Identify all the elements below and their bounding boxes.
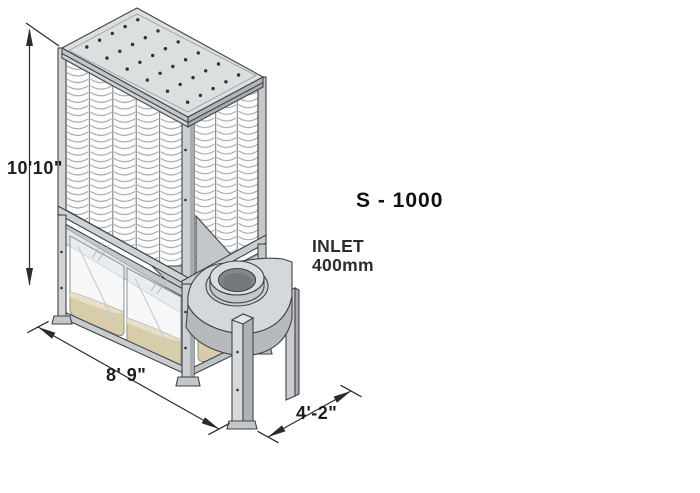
filter-bag-house: [57, 7, 267, 285]
depth-dimension: 4'-2": [257, 384, 362, 444]
height-dimension: 10'10": [7, 22, 63, 286]
inlet-label-line1: INLET: [312, 236, 364, 256]
plate-holes: [85, 18, 241, 104]
post-right: [257, 76, 267, 245]
inlet-ring: [205, 260, 269, 307]
width-dimension: 8' 9": [27, 320, 230, 436]
filter-bags-right-face: [193, 83, 260, 275]
collection-bag-1: [69, 235, 125, 336]
top-plate: [60, 7, 265, 128]
blower-front-leg: [226, 313, 258, 430]
inlet-label-line2: 400mm: [312, 255, 374, 275]
post-left: [57, 47, 67, 216]
blower-unit: [185, 257, 300, 430]
width-dimension-label: 8' 9": [106, 365, 146, 385]
depth-dimension-label: 4'-2": [296, 403, 337, 423]
model-label: S - 1000: [356, 189, 443, 212]
height-dimension-label: 10'10": [7, 158, 63, 178]
